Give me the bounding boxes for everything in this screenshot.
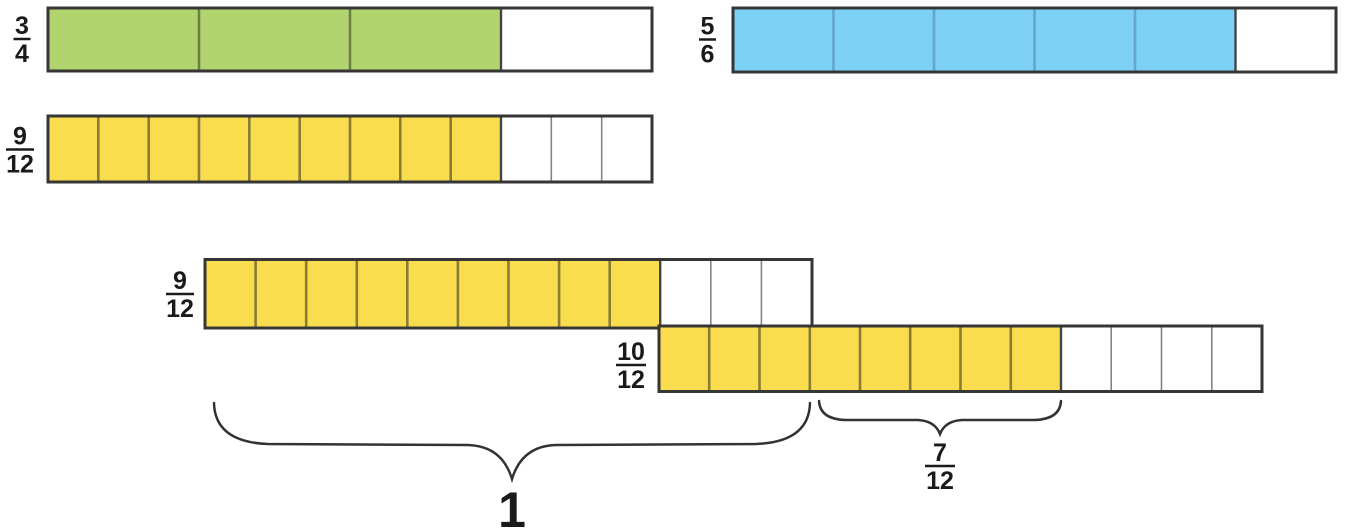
svg-text:5: 5 [701, 13, 715, 41]
svg-text:10: 10 [617, 338, 645, 366]
svg-text:9: 9 [173, 267, 187, 295]
svg-text:12: 12 [926, 467, 954, 495]
svg-text:3: 3 [15, 12, 29, 40]
svg-text:7: 7 [933, 439, 947, 467]
svg-text:9: 9 [13, 123, 27, 151]
svg-text:6: 6 [701, 41, 715, 69]
svg-text:12: 12 [617, 366, 645, 394]
svg-text:1: 1 [498, 482, 526, 530]
svg-text:12: 12 [166, 295, 194, 323]
svg-text:12: 12 [6, 151, 34, 179]
svg-text:4: 4 [15, 40, 29, 68]
